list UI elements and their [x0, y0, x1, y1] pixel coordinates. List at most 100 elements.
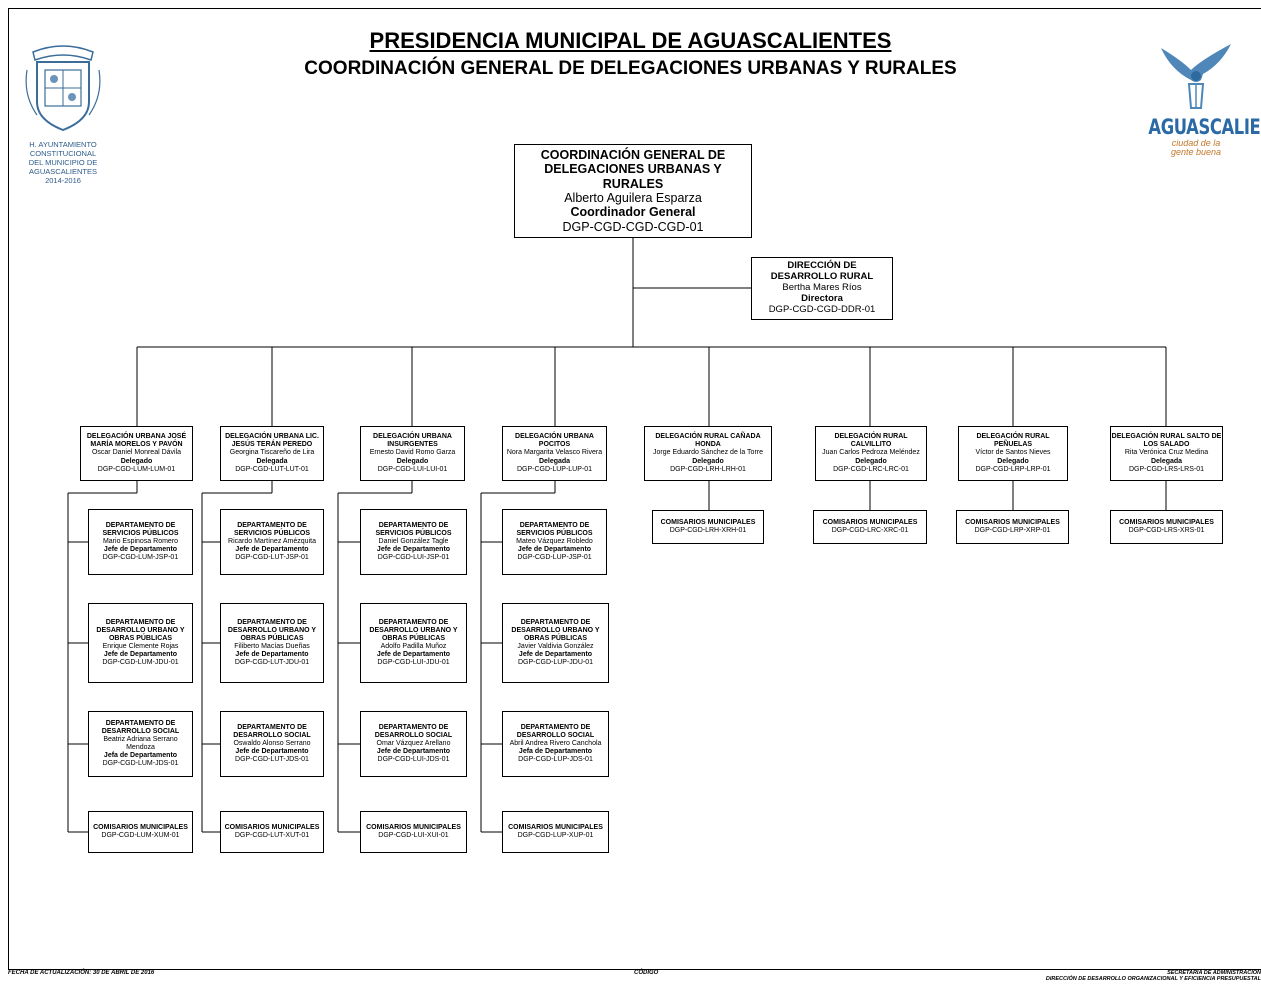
- unit-name: DEPARTAMENTO DE DESARROLLO SOCIAL: [516, 723, 595, 739]
- person-name: Omar Vázquez Arellano: [376, 739, 451, 747]
- unit-name: DEPARTAMENTO DE DESARROLLO URBANO Y OBRA…: [369, 618, 458, 642]
- position-code: DGP-CGD-LRC-XRC-01: [831, 527, 909, 534]
- person-name: Juan Carlos Pedroza Meléndez: [822, 449, 920, 457]
- position-code: DGP-CGD-LUM-JDS-01: [102, 760, 179, 768]
- unit-name: COMISARIOS MUNICIPALES: [660, 518, 756, 526]
- position-code: DGP-CGD-LUT-JDS-01: [235, 756, 309, 764]
- eagle-monument-icon: [1161, 44, 1231, 109]
- department-box: DEPARTAMENTO DE DESARROLLO URBANO Y OBRA…: [88, 603, 193, 683]
- commissioners-box: COMISARIOS MUNICIPALES DGP-CGD-LRH-XRH-0…: [652, 510, 764, 544]
- department-box: DEPARTAMENTO DE DESARROLLO SOCIAL Beatri…: [88, 711, 193, 777]
- unit-name: COMISARIOS MUNICIPALES: [822, 518, 918, 526]
- unit-name: DEPARTAMENTO DE DESARROLLO URBANO Y OBRA…: [96, 618, 185, 642]
- position-code: DGP-CGD-LUM-LUM-01: [97, 465, 176, 473]
- unit-name: DEPARTAMENTO DE SERVICIOS PÚBLICOS: [375, 521, 452, 537]
- department-box: DEPARTAMENTO DE SERVICIOS PÚBLICOS Ricar…: [220, 509, 324, 575]
- ayuntamiento-logo: H. AYUNTAMIENTO CONSTITUCIONAL DEL MUNIC…: [18, 40, 108, 185]
- person-name: Daniel González Tagle: [378, 537, 449, 545]
- role-title: Directora: [801, 292, 843, 304]
- commissioners-box: COMISARIOS MUNICIPALES DGP-CGD-LUM-XUM-0…: [88, 811, 193, 853]
- role-title: Delegado: [997, 457, 1029, 465]
- position-code: DGP-CGD-LRS-XRS-01: [1128, 527, 1205, 534]
- department-box: DEPARTAMENTO DE DESARROLLO SOCIAL Oswald…: [220, 711, 324, 777]
- role-title: Jefe de Departamento: [235, 651, 309, 659]
- role-title: Delegado: [855, 457, 887, 465]
- footer-code-label: CÓDIGO: [634, 970, 659, 976]
- unit-name: COMISARIOS MUNICIPALES: [1119, 518, 1214, 526]
- role-title: Delegada: [538, 457, 571, 465]
- person-name: Ernesto David Romo Garza: [369, 449, 456, 457]
- person-name: Ricardo Martínez Amézquita: [228, 537, 316, 545]
- coat-of-arms-icon: [25, 45, 101, 132]
- department-box: DEPARTAMENTO DE SERVICIOS PÚBLICOS Mario…: [88, 509, 193, 575]
- unit-name: DEPARTAMENTO DE SERVICIOS PÚBLICOS: [102, 521, 179, 537]
- unit-name: DEPARTAMENTO DE DESARROLLO URBANO Y OBRA…: [511, 618, 600, 642]
- person-name: Alberto Aguilera Esparza: [564, 191, 702, 205]
- unit-name: COMISARIOS MUNICIPALES: [224, 823, 320, 831]
- unit-name: DELEGACIÓN RURAL CALVILLITO: [834, 433, 908, 449]
- rural-delegation-box: DELEGACIÓN RURAL PEÑUELAS Víctor de Sant…: [958, 426, 1068, 481]
- unit-name: COMISARIOS MUNICIPALES: [93, 823, 188, 831]
- role-title: Jefe de Departamento: [103, 546, 178, 554]
- position-code: DGP-CGD-LUP-XUP-01: [517, 832, 594, 839]
- aguascalientes-logo: AGUASCALIENTES ciudad de la gente buena: [1135, 40, 1261, 157]
- role-title: Jefe de Departamento: [518, 651, 593, 659]
- department-box: DEPARTAMENTO DE DESARROLLO URBANO Y OBRA…: [502, 603, 609, 683]
- rural-delegation-box: DELEGACIÓN RURAL CAÑADA HONDA Jorge Edua…: [644, 426, 772, 481]
- unit-name: DEPARTAMENTO DE SERVICIOS PÚBLICOS: [516, 521, 593, 537]
- position-code: DGP-CGD-LRC-LRC-01: [833, 465, 909, 473]
- brand-wordmark: AGUASCALIENTES: [1148, 115, 1261, 139]
- unit-name: DEPARTAMENTO DE SERVICIOS PÚBLICOS: [233, 521, 311, 537]
- person-name: Mateo Vázquez Robledo: [516, 537, 593, 545]
- role-title: Delegado: [120, 457, 153, 465]
- role-title: Jefe de Departamento: [103, 651, 178, 659]
- unit-name: DELEGACIÓN URBANA POCITOS: [515, 433, 594, 449]
- role-title: Jefe de Departamento: [517, 546, 592, 554]
- urban-delegation-box: DELEGACIÓN URBANA JOSÉ MARÍA MORELOS Y P…: [80, 426, 193, 481]
- tagline-line-2: gente buena: [1170, 147, 1222, 157]
- footer-update-date: FECHA DE ACTUALIZACIÓN: 30 DE ABRIL DE 2…: [8, 970, 155, 976]
- role-title: Jefe de Departamento: [376, 748, 451, 756]
- position-code: DGP-CGD-LRH-XRH-01: [669, 527, 747, 534]
- role-title: Coordinador General: [570, 205, 696, 220]
- person-name: Nora Margarita Velasco Rivera: [506, 449, 603, 457]
- footer-right: SECRETARÍA DE ADMINISTRACIÓN DIRECCIÓN D…: [1046, 970, 1261, 982]
- role-title: Delegado: [692, 457, 724, 465]
- caption-line: 2014-2016: [45, 176, 81, 185]
- footer-secretariat: SECRETARÍA DE ADMINISTRACIÓN: [1167, 970, 1261, 976]
- role-title: Delegado: [396, 457, 429, 465]
- position-code: DGP-CGD-LUI-XUI-01: [378, 832, 449, 839]
- caption-line: DEL MUNICIPIO DE: [28, 158, 98, 167]
- department-box: DEPARTAMENTO DE DESARROLLO SOCIAL Omar V…: [360, 711, 467, 777]
- urban-delegation-box: DELEGACIÓN URBANA INSURGENTES Ernesto Da…: [360, 426, 465, 481]
- department-box: DEPARTAMENTO DE DESARROLLO SOCIAL Abril …: [502, 711, 609, 777]
- rural-delegation-box: DELEGACIÓN RURAL CALVILLITO Juan Carlos …: [815, 426, 927, 481]
- person-name: Oscar Daniel Monreal Dávila: [91, 449, 182, 457]
- department-box: DEPARTAMENTO DE SERVICIOS PÚBLICOS Danie…: [360, 509, 467, 575]
- position-code: DGP-CGD-LUI-JDS-01: [377, 756, 450, 764]
- department-box: DEPARTAMENTO DE DESARROLLO URBANO Y OBRA…: [220, 603, 324, 683]
- position-code: DGP-CGD-LUP-LUP-01: [516, 465, 593, 473]
- person-name: Mario Espinosa Romero: [102, 537, 179, 545]
- unit-name: DELEGACIÓN URBANA INSURGENTES: [373, 433, 452, 449]
- caption-line: H. AYUNTAMIENTO: [29, 140, 97, 149]
- unit-name: DELEGACIÓN RURAL PEÑUELAS: [976, 433, 1050, 449]
- position-code: DGP-CGD-LUP-JDU-01: [517, 659, 594, 667]
- role-title: Jefe de Departamento: [235, 546, 309, 554]
- person-name: Oswaldo Alonso Serrano: [233, 739, 311, 747]
- position-code: DGP-CGD-LRP-LRP-01: [975, 465, 1051, 473]
- footer-direction: DIRECCIÓN DE DESARROLLO ORGANIZACIONAL Y…: [1045, 976, 1261, 983]
- unit-name: DELEGACIÓN URBANA LIC. JESÚS TERÁN PERED…: [225, 433, 319, 449]
- person-name: Javier Valdivia González: [517, 643, 594, 650]
- commissioners-box: COMISARIOS MUNICIPALES DGP-CGD-LUP-XUP-0…: [502, 811, 609, 853]
- commissioners-box: COMISARIOS MUNICIPALES DGP-CGD-LUI-XUI-0…: [360, 811, 467, 853]
- position-code: DGP-CGD-LRP-XRP-01: [974, 527, 1051, 534]
- tagline-line-1: ciudad de la: [1171, 138, 1221, 148]
- unit-name: DIRECCIÓN DE DESARROLLO RURAL: [770, 260, 874, 283]
- position-code: DGP-CGD-LUP-JDS-01: [518, 756, 593, 764]
- unit-name: DELEGACIÓN RURAL CAÑADA HONDA: [655, 433, 761, 449]
- unit-name: DEPARTAMENTO DE DESARROLLO SOCIAL: [233, 723, 311, 739]
- role-title: Delegada: [1150, 457, 1183, 465]
- position-code: DGP-CGD-LUP-JSP-01: [517, 554, 592, 562]
